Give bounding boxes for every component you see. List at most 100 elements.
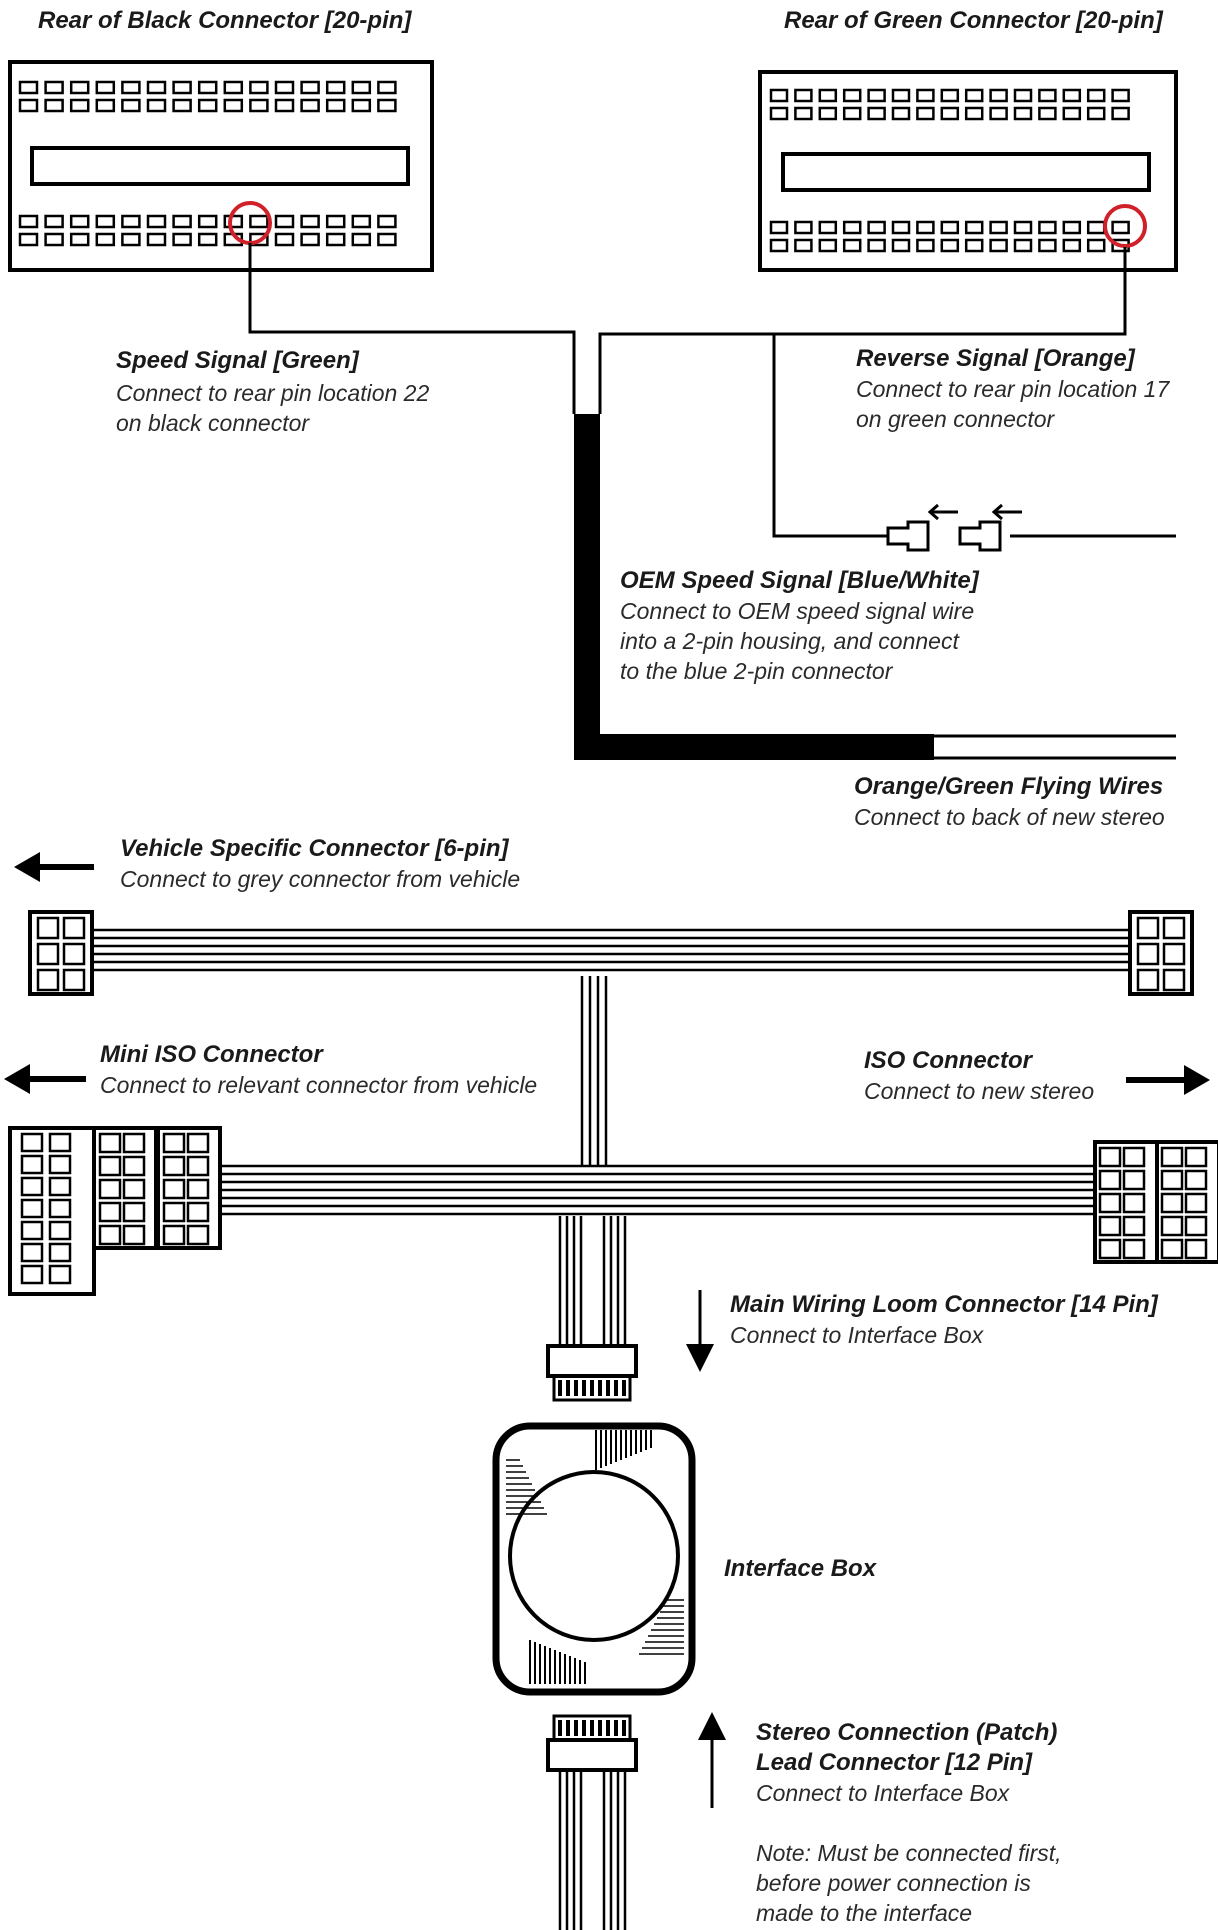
mini-iso-connector bbox=[8, 1126, 222, 1296]
connector-pin bbox=[916, 88, 935, 103]
connector-cavity bbox=[162, 1224, 186, 1246]
oem-speed-line3: to the blue 2-pin connector bbox=[620, 658, 893, 684]
connector-pin bbox=[325, 80, 346, 95]
connector-pin bbox=[249, 232, 269, 247]
connector-pin bbox=[1062, 220, 1082, 235]
reverse-signal-line1: Connect to rear pin location 17 bbox=[856, 376, 1170, 402]
green-connector-title: Rear of Green Connector [20-pin] bbox=[784, 7, 1163, 34]
interface-box bbox=[492, 1422, 696, 1696]
connector-pin bbox=[989, 238, 1008, 253]
connector-cavity bbox=[1184, 1215, 1208, 1237]
black-connector bbox=[8, 60, 434, 272]
connector-tooth bbox=[622, 1380, 626, 1396]
connector-pin bbox=[964, 238, 984, 253]
connector-pin bbox=[842, 220, 862, 235]
arrow-right-iso-head bbox=[1184, 1065, 1210, 1095]
connector-pin bbox=[867, 106, 886, 121]
connector-pin bbox=[842, 106, 862, 121]
connector-pin bbox=[818, 88, 838, 103]
main-loom-connector bbox=[546, 1344, 638, 1402]
connector-pin bbox=[964, 106, 984, 121]
patch-lead-wires bbox=[558, 1770, 627, 1930]
connector-pin bbox=[69, 98, 90, 113]
connector-pin bbox=[44, 232, 64, 247]
connector-pin bbox=[867, 220, 886, 235]
connector-pin bbox=[1013, 106, 1033, 121]
stereo-patch-title1: Stereo Connection (Patch) bbox=[756, 1719, 1058, 1746]
connector-pin bbox=[891, 88, 911, 103]
connector-cavity bbox=[36, 968, 60, 992]
connector-tooth bbox=[606, 1720, 610, 1736]
connector-cavity bbox=[48, 1154, 72, 1175]
connector-pin bbox=[121, 98, 141, 113]
connector-pin bbox=[274, 232, 295, 247]
connector-pin bbox=[891, 106, 911, 121]
connector-pin bbox=[1111, 106, 1130, 121]
connector-pin bbox=[351, 232, 372, 247]
connector-pin bbox=[916, 106, 935, 121]
stereo-patch-title2: Lead Connector [12 Pin] bbox=[756, 1749, 1033, 1776]
connector-pin bbox=[197, 232, 218, 247]
connector-cavity bbox=[186, 1178, 210, 1200]
connector-pin bbox=[146, 232, 167, 247]
connector-tooth bbox=[582, 1380, 586, 1396]
stereo-patch-note1: Note: Must be connected first, bbox=[756, 1840, 1062, 1866]
connector-pin bbox=[44, 214, 64, 229]
connector-cavity bbox=[98, 1201, 122, 1223]
connector-pin bbox=[1038, 238, 1057, 253]
connector-tooth bbox=[614, 1380, 618, 1396]
connector-tooth bbox=[558, 1380, 562, 1396]
connector-cavity bbox=[20, 1220, 44, 1241]
main-loom-line1: Connect to Interface Box bbox=[730, 1322, 984, 1348]
connector-cavity bbox=[1122, 1215, 1146, 1237]
reverse-signal-title: Reverse Signal [Orange] bbox=[856, 345, 1135, 372]
connector-pin bbox=[223, 214, 244, 229]
connector-pin bbox=[1062, 238, 1082, 253]
connector-cavity bbox=[1136, 968, 1160, 992]
connector-pin bbox=[121, 232, 141, 247]
connector-cavity bbox=[1160, 1192, 1184, 1214]
connector-pin bbox=[1013, 220, 1033, 235]
arrow-up-patch bbox=[698, 1712, 726, 1808]
connector-pin bbox=[172, 232, 192, 247]
connector-pin bbox=[794, 106, 813, 121]
connector-cavity bbox=[162, 1132, 186, 1154]
connector-cavity bbox=[48, 1176, 72, 1197]
connector-cavity bbox=[98, 1224, 122, 1246]
oem-speed-line2: into a 2-pin housing, and connect bbox=[620, 628, 959, 654]
connector-cavity bbox=[186, 1132, 210, 1154]
connector-pin bbox=[146, 80, 167, 95]
connector-pin bbox=[1086, 106, 1106, 121]
connector-pin bbox=[146, 214, 167, 229]
main-loom-title: Main Wiring Loom Connector [14 Pin] bbox=[730, 1291, 1158, 1318]
connector-cavity bbox=[36, 942, 60, 966]
connector-pin bbox=[274, 80, 295, 95]
connector-pin bbox=[818, 220, 838, 235]
connector-tooth bbox=[622, 1720, 626, 1736]
connector-cavity bbox=[1162, 968, 1186, 992]
connector-pin bbox=[325, 98, 346, 113]
connector-pin bbox=[325, 232, 346, 247]
connector-pin bbox=[867, 88, 886, 103]
connector-pin bbox=[940, 238, 960, 253]
connector-cavity bbox=[20, 1176, 44, 1197]
connector-pin bbox=[794, 238, 813, 253]
connector-pin bbox=[249, 80, 269, 95]
connector-pin bbox=[18, 98, 39, 113]
arrow-left-mini-iso-head bbox=[4, 1064, 30, 1094]
connector-cavity bbox=[62, 916, 86, 940]
arrow-left-vehicle bbox=[36, 864, 94, 870]
connector-pin bbox=[44, 80, 64, 95]
connector-cavity bbox=[1184, 1238, 1208, 1260]
connector-tooth bbox=[566, 1380, 570, 1396]
connector-pin bbox=[172, 98, 192, 113]
connector-cavity bbox=[1160, 1238, 1184, 1260]
mini-iso-line1: Connect to relevant connector from vehic… bbox=[100, 1072, 538, 1098]
connector-cavity bbox=[20, 1264, 44, 1285]
connector-pin bbox=[916, 220, 935, 235]
reverse-branch-wire bbox=[772, 334, 888, 538]
mini-iso-title: Mini ISO Connector bbox=[100, 1041, 323, 1068]
connector-cavity bbox=[1098, 1169, 1122, 1191]
connector-pin bbox=[989, 220, 1008, 235]
